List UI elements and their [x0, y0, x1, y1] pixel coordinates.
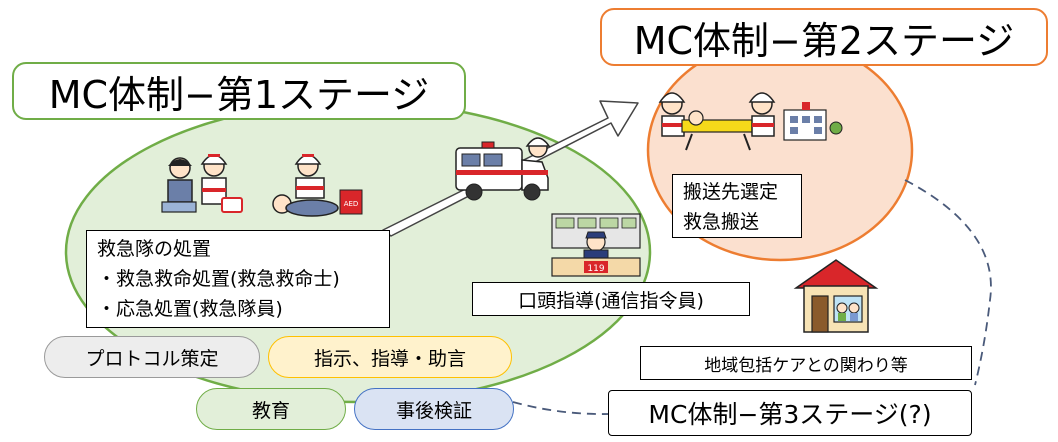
protocol-pill: プロトコル策定 — [44, 336, 260, 378]
dispatch-center-icon: 119 — [548, 212, 644, 278]
stage2-item: 搬送先選定 — [683, 181, 779, 203]
dispatch-sign: 119 — [587, 264, 604, 274]
stage2-item: 救急搬送 — [683, 211, 760, 233]
ambulance-icon — [452, 132, 558, 204]
house-icon — [790, 256, 882, 336]
stage2-items-box: 搬送先選定 救急搬送 — [672, 174, 802, 238]
stage3-connector — [512, 401, 611, 415]
stage1-measures-box: 救急隊の処置 ・救急救命処置(救急救命士) ・応急処置(救急隊員) — [86, 230, 390, 328]
stage2-title: MC体制−第2ステージ — [600, 8, 1048, 66]
oral-guidance-box: 口頭指導(通信指令員) — [472, 282, 750, 316]
stretcher-transport-icon — [652, 90, 848, 158]
aed-label: AED — [344, 200, 359, 208]
review-pill: 事後検証 — [354, 388, 514, 430]
instruction-pill: 指示、指導・助言 — [268, 336, 512, 378]
stage3-boundary — [904, 179, 992, 386]
measures-title: 救急隊の処置 — [97, 238, 212, 260]
education-pill: 教育 — [196, 388, 346, 430]
measure-item: ・救急救命処置(救急救命士) — [97, 268, 340, 290]
paramedic-aed-icon: AED — [268, 150, 364, 218]
community-care-box: 地域包括ケアとの関わり等 — [640, 346, 972, 380]
measure-item: ・応急処置(救急隊員) — [97, 298, 283, 320]
stage3-title: MC体制−第3ステージ(?) — [608, 390, 972, 436]
paramedic-consult-icon — [158, 148, 248, 218]
stage1-title: MC体制−第1ステージ — [12, 62, 466, 120]
